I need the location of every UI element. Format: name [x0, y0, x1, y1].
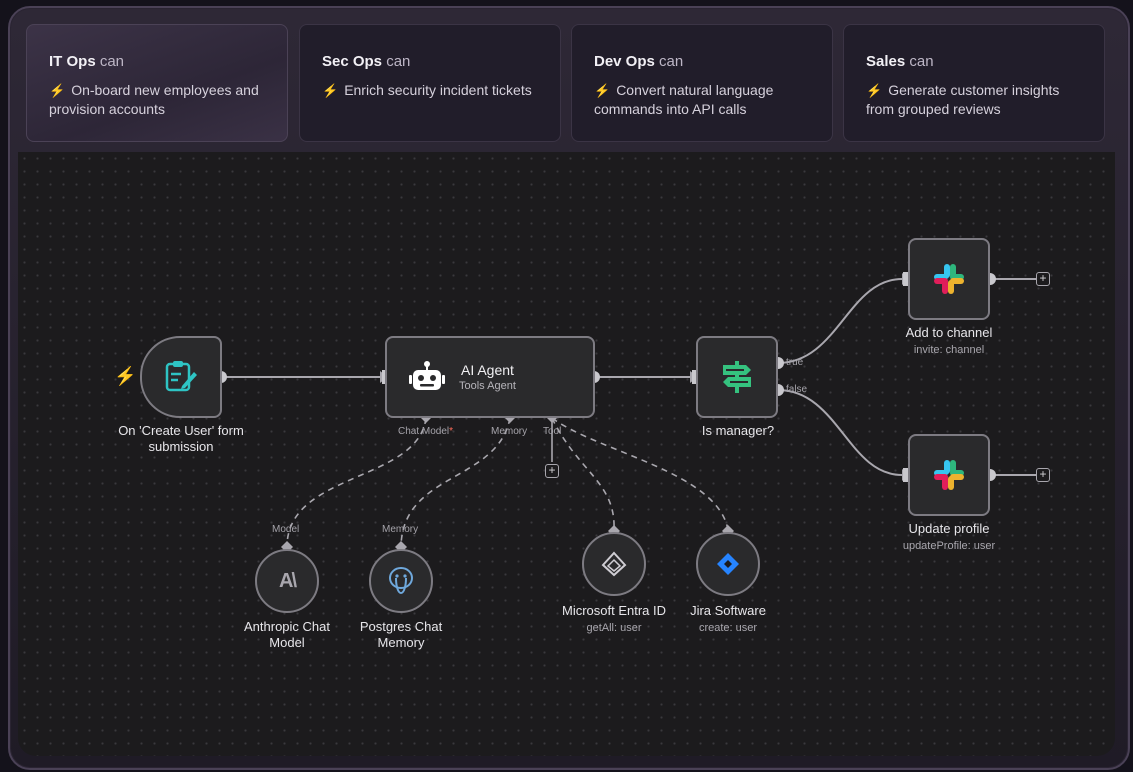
- connection-tool-jira: [551, 417, 729, 531]
- agent-subtitle: Tools Agent: [459, 380, 516, 392]
- anthropic-label: Anthropic Chat Model: [244, 619, 330, 650]
- slack-icon: [934, 460, 964, 490]
- add-to-channel-sublabel: invite: channel: [913, 344, 985, 356]
- add-node-button[interactable]: +: [1036, 468, 1050, 482]
- postgres-chat-memory-node[interactable]: [369, 549, 433, 613]
- connection-memory: [400, 417, 511, 547]
- signpost-icon: [723, 361, 751, 393]
- tab-description: Convert natural language commands into A…: [594, 82, 774, 117]
- false-branch-label: false: [786, 384, 808, 395]
- add-node-button[interactable]: +: [1036, 272, 1050, 286]
- entra-icon: [601, 551, 627, 577]
- connection-true-branch: [777, 278, 903, 364]
- entra-label: Microsoft Entra ID: [561, 603, 667, 618]
- tab-team: Dev Ops: [594, 53, 655, 70]
- condition-node[interactable]: [696, 336, 778, 418]
- ai-agent-node[interactable]: AI Agent Tools Agent: [385, 336, 595, 418]
- trigger-bolt-icon: ⚡: [114, 366, 137, 386]
- trigger-node[interactable]: [140, 336, 222, 418]
- tool-port-label: Tool: [543, 426, 562, 437]
- condition-label: Is manager?: [701, 423, 775, 438]
- input-port[interactable]: [692, 370, 698, 384]
- add-to-channel-label: Add to channel: [905, 325, 993, 340]
- tab-team: Sales: [866, 53, 906, 70]
- tab-sec-ops[interactable]: Sec Ops can ⚡ Enrich security incident ti…: [299, 24, 561, 142]
- use-case-tabs: IT Ops can ⚡On-board new employees and p…: [26, 24, 1108, 144]
- trigger-label: On 'Create User' form submission: [118, 423, 244, 454]
- connection-tool-entra: [551, 417, 615, 531]
- connection-chat-model: [286, 417, 427, 547]
- tab-description: Generate customer insights from grouped …: [866, 82, 1060, 117]
- bolt-icon: ⚡: [594, 83, 611, 98]
- bolt-icon: ⚡: [49, 83, 66, 98]
- add-tool-button[interactable]: +: [545, 464, 559, 478]
- jira-icon: [717, 553, 739, 575]
- memory-port-label: Memory: [491, 426, 528, 437]
- workflow-canvas[interactable]: ⚡ On 'Create User' form submission AI Ag…: [18, 152, 1115, 756]
- jira-label: Jira Software: [690, 603, 766, 618]
- postgres-label: Postgres Chat Memory: [359, 619, 443, 650]
- input-port[interactable]: [903, 272, 909, 286]
- slack-icon: [934, 264, 964, 294]
- chat-model-port-label: Chat Model*: [398, 426, 454, 437]
- form-icon: [165, 361, 197, 392]
- agent-title: AI Agent: [461, 362, 514, 378]
- entra-sublabel: getAll: user: [586, 622, 642, 634]
- tab-description: Enrich security incident tickets: [344, 82, 532, 98]
- input-port[interactable]: [903, 468, 909, 482]
- bolt-icon: ⚡: [322, 83, 339, 98]
- microsoft-entra-id-node[interactable]: [582, 532, 646, 596]
- tab-team: IT Ops: [49, 53, 96, 70]
- model-port-label: Model: [272, 524, 300, 535]
- tab-can: can: [659, 53, 684, 70]
- tab-team: Sec Ops: [322, 53, 383, 70]
- postgres-icon: [389, 567, 413, 595]
- tab-it-ops[interactable]: IT Ops can ⚡On-board new employees and p…: [26, 24, 288, 142]
- tab-can: can: [99, 53, 125, 70]
- anthropic-chat-model-node[interactable]: A\: [255, 549, 319, 613]
- tab-sales[interactable]: Sales can ⚡Generate customer insights fr…: [843, 24, 1105, 142]
- tab-description: On-board new employees and provision acc…: [49, 82, 259, 117]
- update-profile-label: Update profile: [908, 521, 990, 536]
- jira-sublabel: create: user: [698, 622, 758, 634]
- update-profile-sublabel: updateProfile: user: [902, 540, 996, 552]
- tab-can: can: [386, 53, 411, 70]
- jira-software-node[interactable]: [696, 532, 760, 596]
- slack-update-profile-node[interactable]: [908, 434, 990, 516]
- connection-false-branch: [777, 389, 903, 476]
- memory-sub-port-label: Memory: [382, 524, 419, 535]
- true-branch-label: true: [786, 357, 804, 368]
- robot-icon: [409, 361, 445, 390]
- bolt-icon: ⚡: [866, 83, 883, 98]
- anthropic-icon: A\: [279, 569, 297, 592]
- tab-can: can: [909, 53, 934, 70]
- slack-add-to-channel-node[interactable]: [908, 238, 990, 320]
- tab-dev-ops[interactable]: Dev Ops can ⚡Convert natural language co…: [571, 24, 833, 142]
